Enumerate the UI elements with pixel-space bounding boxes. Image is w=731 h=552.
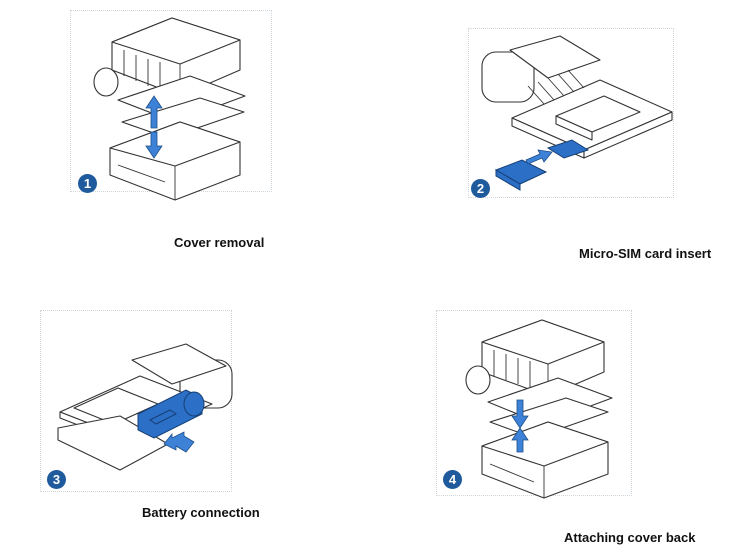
step-4-frame	[436, 310, 632, 496]
step-badge: 1	[78, 174, 97, 193]
step-badge: 4	[443, 470, 462, 489]
step-caption: Attaching cover back	[564, 530, 696, 545]
step-badge: 3	[47, 470, 66, 489]
step-caption: Cover removal	[174, 235, 265, 250]
step-2-frame	[468, 28, 674, 198]
step-caption: Micro-SIM card insert	[579, 246, 712, 261]
step-badge: 2	[471, 179, 490, 198]
step-caption: Battery connection	[142, 505, 260, 520]
step-3-frame	[40, 310, 232, 492]
